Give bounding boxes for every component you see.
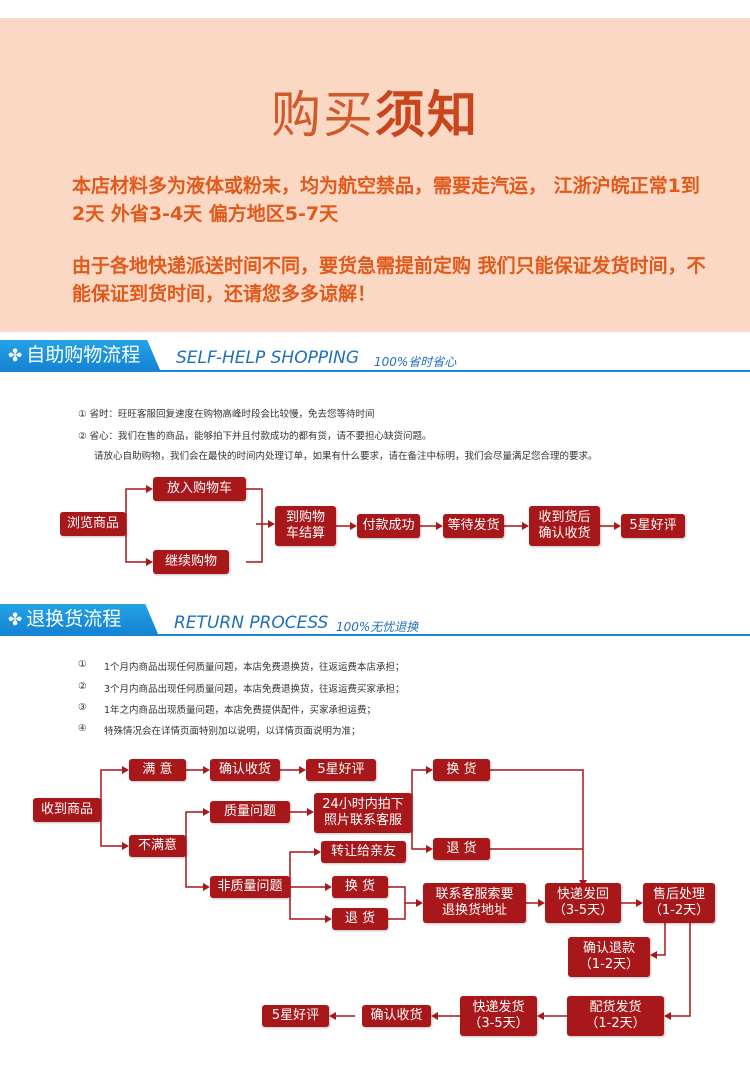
flow-checkout-line1: 到购物 — [285, 510, 325, 525]
section-divider — [0, 370, 750, 372]
flow-contact-line1: 联系客服索要 — [435, 887, 514, 902]
flow-continue: 继续购物 — [153, 550, 229, 574]
flow-receive-line1: 收到货后 — [538, 510, 591, 525]
flow-express-line1: 快递发货 — [472, 1000, 525, 1015]
flow-checkout-line2: 车结算 — [285, 526, 325, 541]
flow-received: 收到商品 — [33, 798, 101, 822]
flow-ship-back-line2: （3-5天） — [552, 903, 614, 918]
section-en-title-returns: RETURN PROCESS — [174, 613, 329, 633]
flow-quality-issue: 质量问题 — [210, 801, 290, 823]
flow-receive-line2: 确认收货 — [538, 526, 591, 541]
flow-exchange: 换 货 — [332, 876, 388, 898]
flow-after-line2: （1-2天） — [648, 903, 710, 918]
flow-photo-line1: 24小时内拍下 — [322, 797, 404, 812]
flow-after-line1: 售后处理 — [652, 887, 705, 902]
section-subtitle-returns: 100%无忧退换 — [336, 620, 419, 634]
flow-express-line2: （3-5天） — [468, 1016, 529, 1031]
flow-refund-confirm-line2: （1-2天） — [578, 957, 640, 972]
flow-contact-address: 联系客服索要退换货地址 — [423, 883, 526, 923]
flow-rating: 5星好评 — [306, 759, 376, 781]
shopping-note: 请放心自助购物，我们会在最快的时间内处理订单，如果有什么要求，请在备注中标明，我… — [94, 451, 598, 462]
returns-note-text: 1个月内商品出现任何质量问题，本店免费退换货，往返运费本店承担； — [104, 662, 405, 673]
flow-refund: 退 货 — [332, 908, 388, 930]
flow-add-cart: 放入购物车 — [153, 477, 246, 501]
returns-note-num: ① — [78, 659, 87, 670]
flow-refund-right: 退 货 — [433, 838, 490, 860]
flow-paid: 付款成功 — [357, 514, 420, 538]
returns-note-num: ③ — [78, 702, 87, 713]
flow-refund-confirm: 确认退款（1-2天） — [568, 937, 650, 977]
section-tab-shopping: ✤自助购物流程 — [0, 340, 160, 370]
flow-refund-confirm-line1: 确认退款 — [582, 941, 635, 956]
flow-express: 快递发货（3-5天） — [460, 996, 537, 1036]
section-en-title-shopping: SELF-HELP SHOPPING — [176, 348, 359, 368]
clover-icon: ✤ — [8, 346, 23, 366]
flow-non-quality: 非质量问题 — [210, 876, 290, 898]
returns-note-num: ② — [78, 681, 87, 692]
notice-panel — [0, 18, 750, 332]
returns-note-text: 3个月内商品出现任何质量问题，本店免费退换货，往返运费买家承担； — [104, 684, 405, 695]
flow-confirm-receipt: 确认收货 — [362, 1005, 431, 1027]
flow-receive: 收到货后确认收货 — [529, 506, 600, 546]
flow-exchange-right: 换 货 — [433, 759, 490, 781]
flow-contact-line2: 退换货地址 — [441, 903, 507, 918]
flow-ship-back-line1: 快递发回 — [556, 887, 609, 902]
flow-parts-line1: 配货发货 — [589, 1000, 642, 1015]
flow-gift: 转让给亲友 — [321, 841, 406, 863]
flow-browse: 浏览商品 — [60, 512, 126, 536]
returns-note-text: 特殊情况会在详情页面特别加以说明，以详情页面说明为准； — [104, 726, 361, 737]
flow-parts-line2: （1-2天） — [585, 1016, 646, 1031]
flow-photo-line2: 照片联系客服 — [323, 813, 402, 828]
flow-unsatisfied: 不满意 — [129, 835, 186, 857]
flow-parts-ship: 配货发货（1-2天） — [567, 996, 664, 1036]
flow-photo-contact: 24小时内拍下照片联系客服 — [314, 793, 412, 833]
notice-paragraph-shipping: 本店材料多为液体或粉末，均为航空禁品，需要走汽运， 江浙沪皖正常1到2天 外省3… — [72, 175, 700, 225]
notice-title-light: 购买 — [271, 86, 375, 144]
section-subtitle-shopping: 100%省时省心 — [374, 355, 457, 369]
flow-wait-ship: 等待发货 — [443, 514, 504, 538]
clover-icon: ✤ — [8, 610, 23, 630]
notice-title: 购买须知 — [0, 75, 750, 147]
flow-after-sales: 售后处理（1-2天） — [643, 883, 715, 923]
notice-title-bold: 须知 — [375, 86, 479, 144]
shopping-note: ② 省心：我们在售的商品，能够拍下并且付款成功的都有货，请不要担心缺货问题。 — [78, 431, 432, 442]
returns-note-text: 1年之内商品出现质量问题，本店免费提供配件，买家承担运费； — [104, 705, 377, 716]
shopping-note: ① 省时：旺旺客服回复速度在购物高峰时段会比较慢，免去您等待时间 — [78, 409, 375, 420]
flow-ship-back: 快递发回（3-5天） — [545, 883, 621, 923]
section-divider — [0, 634, 750, 636]
flow-rating-final: 5星好评 — [262, 1005, 329, 1027]
section-title-returns: 退换货流程 — [26, 608, 122, 630]
notice-paragraph-timing: 由于各地快递派送时间不同，要货急需提前定购 我们只能保证发货时间，不能保证到货时… — [72, 255, 706, 305]
flow-rating: 5星好评 — [621, 514, 685, 538]
returns-note-num: ④ — [78, 723, 87, 734]
flow-satisfied: 满 意 — [129, 759, 186, 781]
section-tab-returns: ✤退换货流程 — [0, 604, 158, 634]
flow-confirm: 确认收货 — [210, 759, 280, 781]
flow-checkout: 到购物车结算 — [275, 506, 336, 546]
section-title-shopping: 自助购物流程 — [26, 344, 141, 366]
